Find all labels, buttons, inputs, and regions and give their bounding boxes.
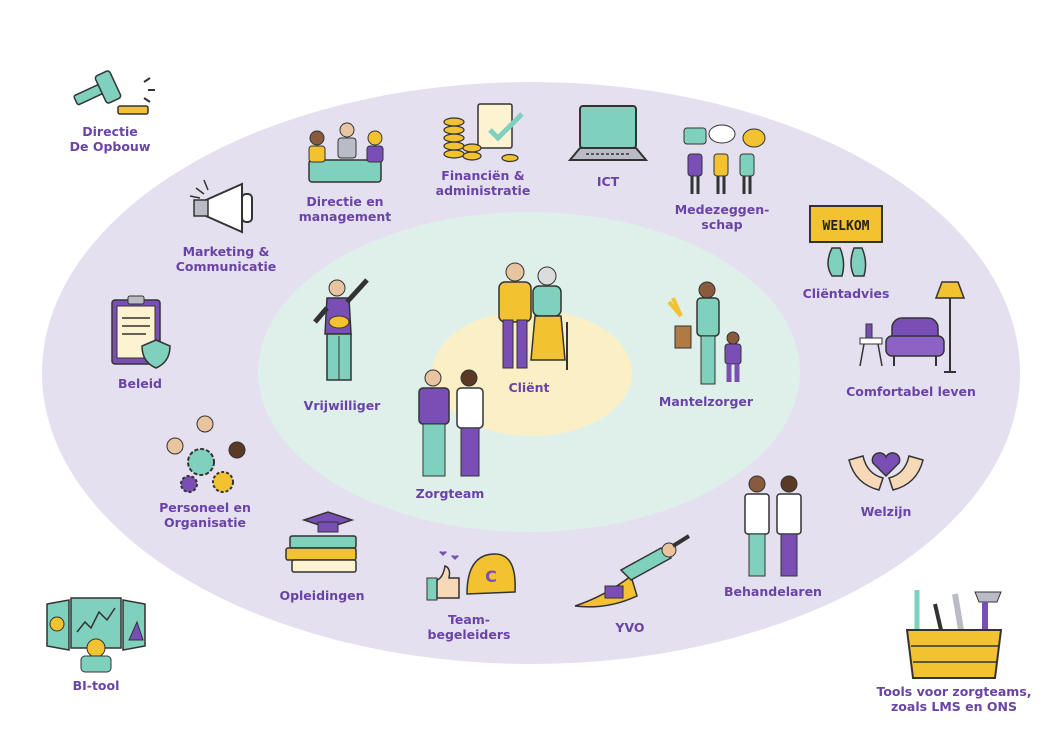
node-mantelzorger: Mantelzorger — [656, 280, 756, 409]
node-welzijn: Welzijn — [836, 430, 936, 519]
volunteer-icon — [313, 278, 369, 381]
speech-bubbles-icon — [683, 124, 766, 194]
toolbox-icon — [905, 590, 1003, 679]
label-directie-management: Directie en management — [298, 194, 392, 224]
label-beleid: Beleid — [117, 376, 162, 391]
label-medezeggenschap: Medezeggen- schap — [674, 202, 770, 232]
superhero-icon — [574, 534, 691, 608]
node-financien: Financiën & administratie — [428, 100, 538, 198]
node-ict: ICT — [560, 102, 656, 189]
label-vrijwilliger: Vrijwilliger — [303, 398, 381, 413]
cap-letter: C — [485, 567, 497, 586]
clipboard-shield-icon — [111, 295, 171, 369]
node-marketing: Marketing & Communicatie — [170, 176, 282, 274]
node-zorgteam: Zorgteam — [400, 366, 500, 501]
label-clientadvies: Cliëntadvies — [802, 286, 890, 301]
label-mantelzorger: Mantelzorger — [658, 394, 754, 409]
node-directie-opbouw: Directie De Opbouw — [50, 68, 170, 154]
node-bi-tool: BI-tool — [36, 592, 156, 693]
meeting-icon — [308, 122, 384, 183]
books-graduation-icon — [285, 511, 357, 573]
node-vrijwilliger: Vrijwilliger — [296, 274, 388, 413]
label-marketing: Marketing & Communicatie — [175, 244, 277, 274]
care-team-icon — [418, 369, 484, 477]
label-zorgteam: Zorgteam — [415, 486, 485, 501]
elderly-couple-icon — [498, 262, 568, 370]
label-directie-opbouw: Directie De Opbouw — [69, 124, 151, 154]
people-gears-icon — [166, 415, 246, 493]
gavel-icon — [73, 70, 155, 115]
armchair-lamp-icon — [859, 281, 966, 373]
thumbs-cap-icon: C — [426, 551, 516, 601]
node-tools: Tools voor zorgteams, zoals LMS en ONS — [868, 584, 1040, 714]
label-bi-tool: BI-tool — [72, 678, 120, 693]
laptop-icon — [567, 105, 649, 161]
node-client: Cliënt — [474, 262, 584, 395]
label-yvo: YVO — [615, 620, 645, 635]
practitioners-icon — [744, 475, 802, 577]
label-financien: Financiën & administratie — [435, 168, 531, 198]
welkom-sign-text: WELKOM — [823, 219, 870, 234]
dashboard-screen-icon — [46, 597, 146, 673]
welkom-sign-icon: WELKOM — [809, 205, 883, 277]
caregiver-child-icon — [667, 281, 742, 385]
node-comfortabel: Comfortabel leven — [846, 278, 976, 399]
node-directie-management: Directie en management — [290, 120, 400, 224]
label-ict: ICT — [596, 174, 620, 189]
node-behandelaren: Behandelaren — [718, 472, 828, 599]
node-personeel: Personeel en Organisatie — [150, 412, 260, 530]
label-client: Cliënt — [508, 380, 550, 395]
heart-hands-icon — [848, 452, 924, 491]
node-yvo: YVO — [560, 534, 700, 635]
node-opleidingen: Opleidingen — [272, 508, 372, 603]
label-behandelaren: Behandelaren — [724, 584, 822, 599]
node-teambegeleiders: C Team- begeleiders — [414, 550, 524, 642]
label-comfortabel: Comfortabel leven — [846, 384, 976, 399]
node-beleid: Beleid — [92, 292, 188, 391]
node-medezeggenschap: Medezeggen- schap — [670, 124, 774, 232]
node-clientadvies: WELKOM Cliëntadvies — [796, 202, 896, 301]
label-opleidingen: Opleidingen — [279, 588, 365, 603]
megaphone-icon — [189, 179, 253, 234]
label-personeel: Personeel en Organisatie — [159, 500, 251, 530]
label-tools: Tools voor zorgteams, zoals LMS en ONS — [876, 684, 1032, 714]
label-welzijn: Welzijn — [860, 504, 912, 519]
coins-checklist-icon — [443, 103, 524, 163]
label-teambegeleiders: Team- begeleiders — [427, 612, 511, 642]
